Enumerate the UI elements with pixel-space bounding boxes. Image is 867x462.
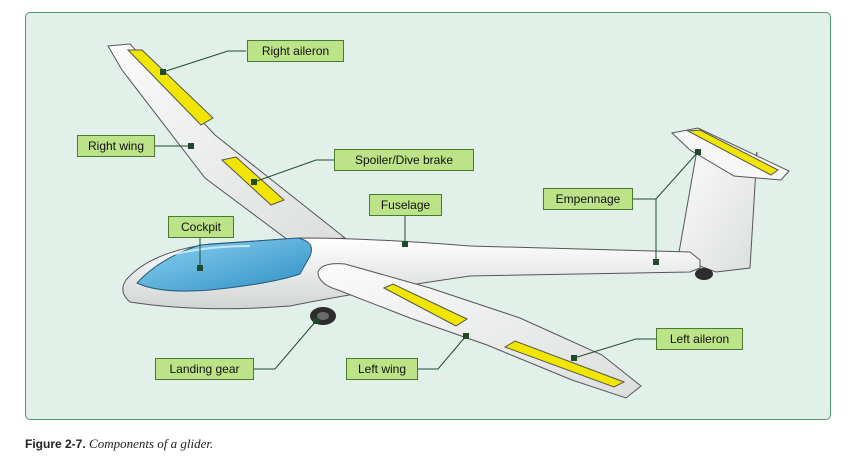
leader-left-wing <box>418 335 467 370</box>
leader-spoiler <box>253 159 334 183</box>
label-right-wing: Right wing <box>77 135 155 157</box>
figure-number: Figure 2-7. <box>25 437 86 451</box>
leader-lines <box>155 50 699 370</box>
label-left-wing: Left wing <box>346 358 418 380</box>
right-aileron-surface <box>126 49 214 126</box>
label-landing-gear: Landing gear <box>155 358 254 380</box>
left-spoiler-surface <box>382 283 469 327</box>
label-left-aileron: Left aileron <box>656 328 743 350</box>
leader-landing-gear <box>254 320 317 370</box>
figure-caption: Figure 2-7. Components of a glider. <box>25 436 213 452</box>
label-spoiler-dive-brake: Spoiler/Dive brake <box>334 149 474 171</box>
leader-right-aileron <box>162 50 246 73</box>
left-aileron-surface <box>503 340 626 388</box>
leader-left-aileron <box>573 338 656 359</box>
figure-title: Components of a glider. <box>89 436 214 451</box>
elevator-surface <box>686 129 779 176</box>
leader-empennage <box>633 151 699 200</box>
label-cockpit: Cockpit <box>168 216 234 238</box>
label-right-aileron: Right aileron <box>247 40 344 62</box>
label-fuselage: Fuselage <box>369 194 442 216</box>
label-empennage: Empennage <box>543 188 633 210</box>
tail-wheel <box>695 268 713 280</box>
anchor-points <box>160 69 701 361</box>
